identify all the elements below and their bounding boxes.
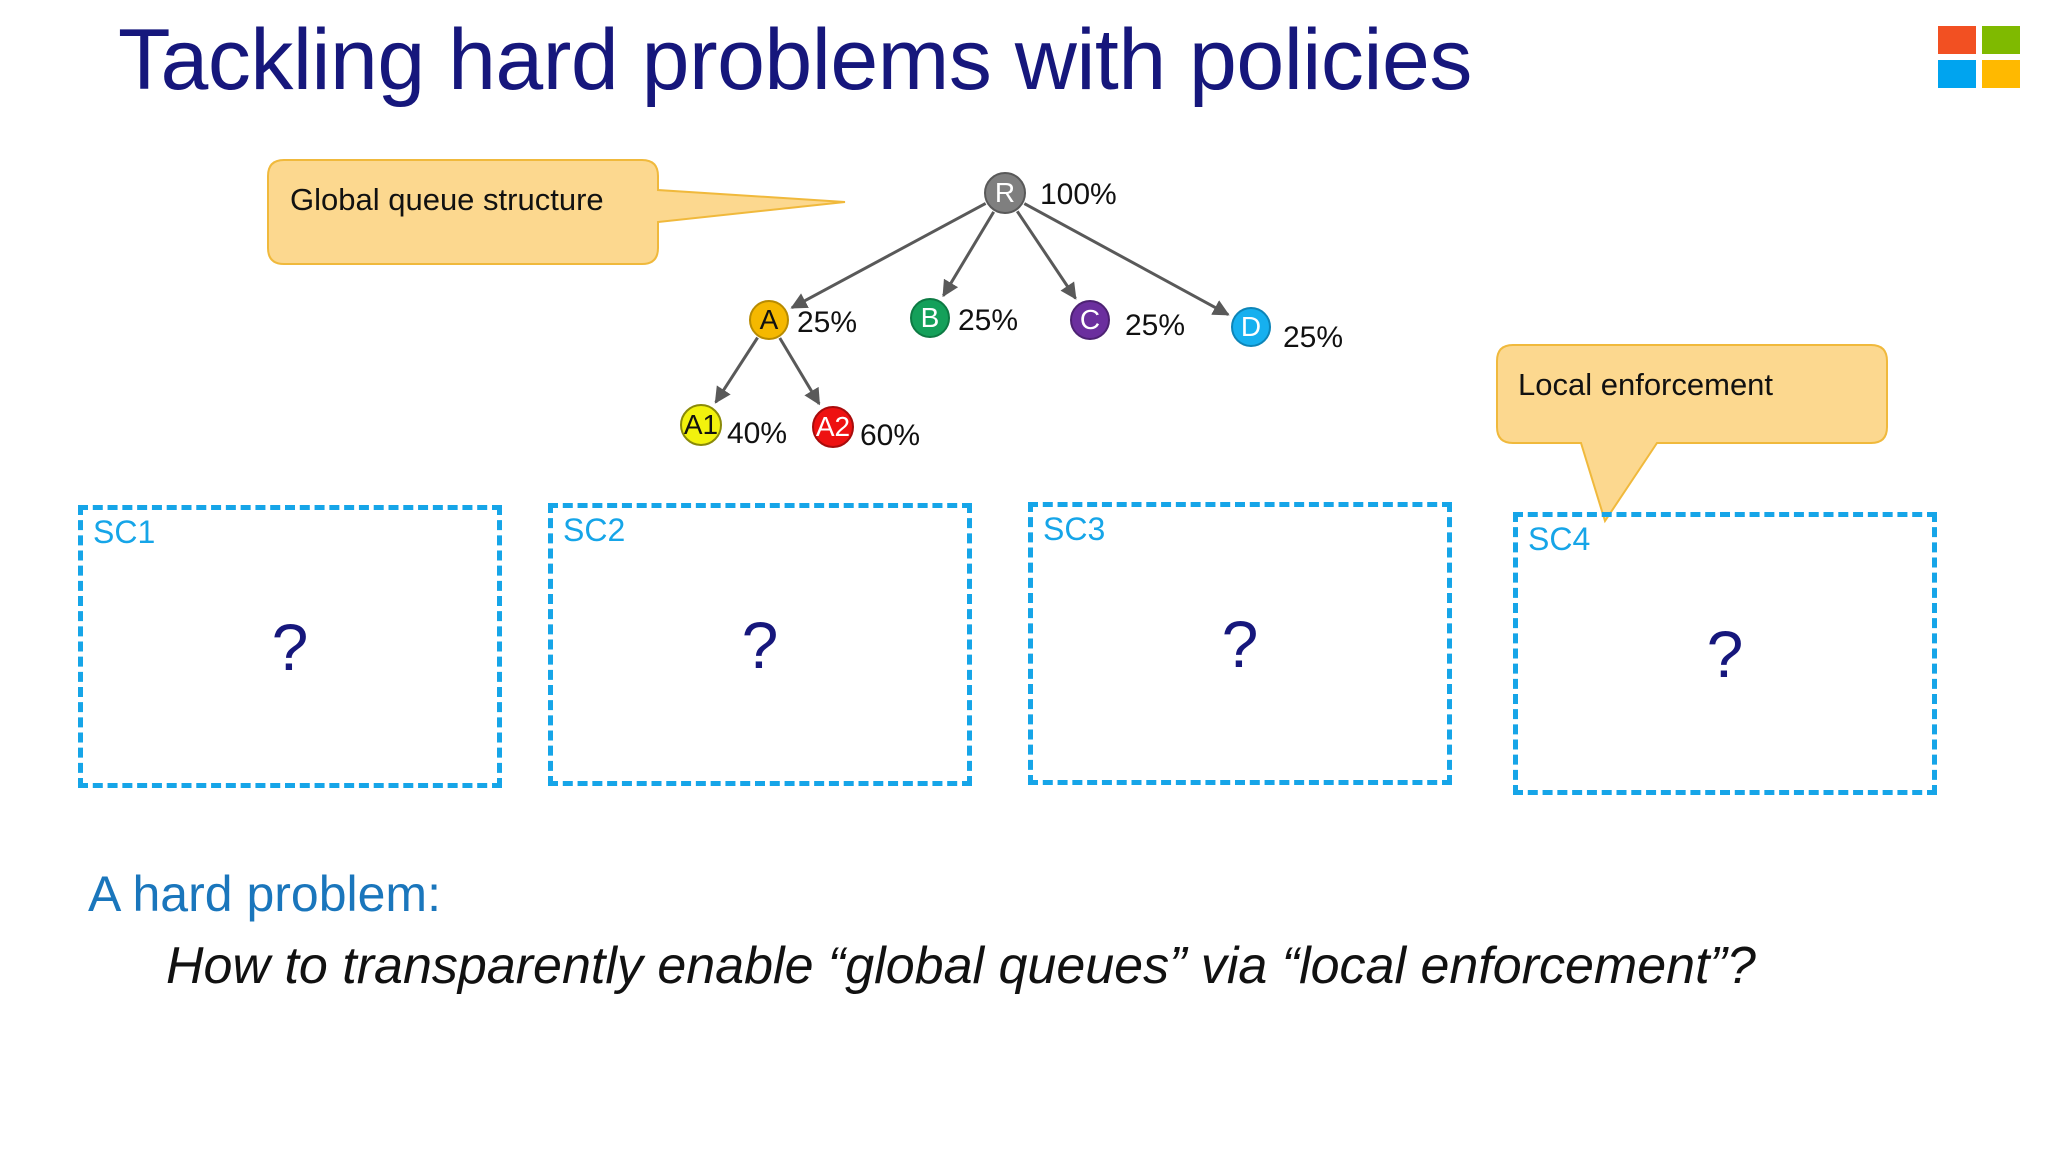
sc-box-question-sc4: ?	[1706, 616, 1744, 691]
logo-tile-red-icon	[1938, 26, 1976, 54]
tree-node-d: D	[1231, 307, 1271, 347]
tree-node-b-percent: 25%	[958, 304, 1019, 337]
tree-node-b: B	[910, 298, 950, 338]
callout-global-shape	[267, 159, 846, 265]
callout-local-enforcement	[1496, 344, 1888, 524]
sc-box-label-sc2: SC2	[563, 512, 626, 548]
tree-node-c-percent: 25%	[1125, 309, 1186, 342]
logo-tile-blue-icon	[1938, 60, 1976, 88]
tree-edge-a-a1	[714, 336, 759, 404]
sc-box-sc1[interactable]: SC1?	[78, 505, 502, 788]
tree-edge-a-a2	[778, 337, 821, 406]
sc-box-sc2[interactable]: SC2?	[548, 503, 972, 786]
hard-problem-label: A hard problem:	[88, 866, 441, 922]
tree-edge-r-c	[1015, 210, 1077, 300]
sc-box-question-sc1: ?	[271, 609, 309, 684]
tree-node-a2: A2	[812, 406, 854, 448]
callout-global-label: Global queue structure	[290, 182, 604, 217]
logo-tile-green-icon	[1982, 26, 2020, 54]
tree-node-a: A	[749, 300, 789, 340]
tree-node-a-percent: 25%	[797, 306, 858, 339]
callout-global-queue-structure	[267, 159, 846, 265]
logo-tile-yellow-icon	[1982, 60, 2020, 88]
page-title: Tackling hard problems with policies	[118, 12, 1472, 108]
tree-node-r: R	[984, 172, 1026, 214]
callout-local-shape	[1496, 344, 1888, 524]
tree-edge-r-b	[942, 211, 995, 298]
sc-box-label-sc1: SC1	[93, 514, 156, 550]
sc-box-question-sc2: ?	[741, 607, 779, 682]
tree-node-a1-percent: 40%	[727, 417, 788, 450]
sc-box-label-sc4: SC4	[1528, 521, 1591, 557]
hard-problem-question: How to transparently enable “global queu…	[166, 937, 1756, 995]
microsoft-logo	[1938, 26, 2022, 90]
sc-box-sc4[interactable]: SC4?	[1513, 512, 1937, 795]
tree-node-r-percent: 100%	[1040, 178, 1117, 211]
tree-edge-r-d	[1023, 202, 1230, 316]
tree-node-d-percent: 25%	[1283, 321, 1344, 354]
sc-box-label-sc3: SC3	[1043, 511, 1106, 547]
tree-node-c: C	[1070, 300, 1110, 340]
sc-box-sc3[interactable]: SC3?	[1028, 502, 1452, 785]
callout-local-label: Local enforcement	[1518, 367, 1774, 402]
tree-node-a2-percent: 60%	[860, 419, 921, 452]
sc-box-question-sc3: ?	[1221, 606, 1259, 681]
tree-node-a1: A1	[680, 404, 722, 446]
